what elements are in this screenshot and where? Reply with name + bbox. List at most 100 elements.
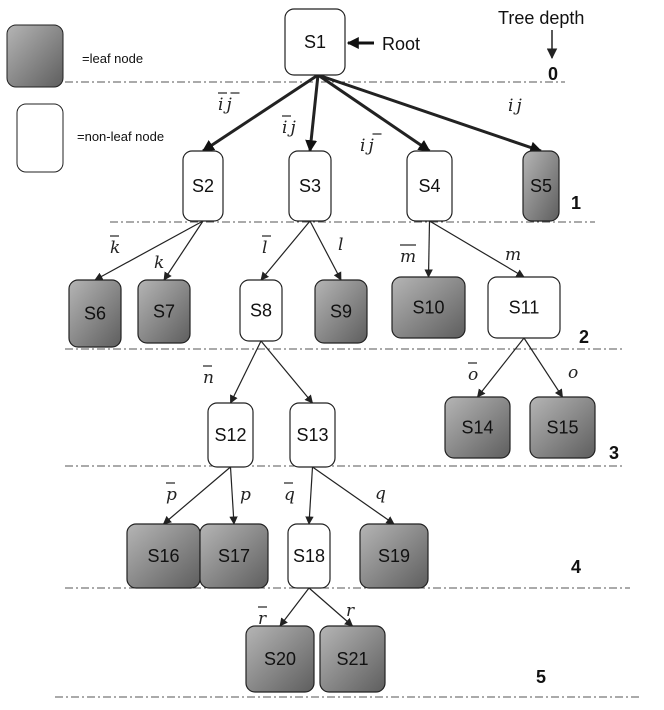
leaf-node-box [522, 150, 560, 222]
node-label: S14 [461, 418, 493, 438]
node-label: S19 [378, 546, 410, 566]
node-label: S9 [330, 302, 352, 322]
nonleaf-node-box [207, 402, 254, 468]
leaf-node-box [137, 279, 191, 344]
edge-label-s14: o [468, 365, 478, 385]
depth-label-2: 2 [579, 327, 589, 347]
edge-label-s9: l [338, 235, 343, 255]
node-label: S7 [153, 302, 175, 322]
tree-depth-annotation: Tree depth [498, 8, 584, 60]
leaf-node-box [391, 276, 466, 339]
node-s3: S3 [288, 150, 332, 222]
node-label: S17 [218, 546, 250, 566]
depth-labels: 0 1 2 3 4 5 [536, 64, 619, 687]
node-s14: S14 [444, 396, 511, 459]
leaf-node-box [199, 523, 269, 589]
node-s5: S5 [522, 150, 560, 222]
node-s7: S7 [137, 279, 191, 344]
edge-s1-s4 [317, 73, 431, 153]
edge-s1-s3 [305, 74, 320, 153]
node-label: S6 [84, 304, 106, 324]
edge-label-s6: k [110, 238, 120, 258]
legend: =leaf node =non-leaf node [6, 24, 164, 173]
node-s2: S2 [182, 150, 224, 222]
depth-label-0: 0 [548, 64, 558, 84]
edge-s2-s7 [163, 220, 204, 281]
node-label: S11 [509, 298, 540, 318]
node-label: S18 [293, 546, 325, 566]
leaf-node-box [529, 396, 596, 459]
edge-label-s21: r [346, 601, 355, 621]
node-s17: S17 [199, 523, 269, 589]
node-s6: S6 [68, 279, 122, 348]
node-label: S13 [296, 425, 328, 445]
edge-label-s7: k [154, 253, 164, 273]
edge-s1-s5 [317, 73, 543, 154]
legend-leaf-swatch [6, 24, 64, 88]
node-s10: S10 [391, 276, 466, 339]
root-label: Root [382, 34, 420, 54]
edge-label-s18: q [284, 485, 295, 505]
node-s16: S16 [126, 523, 201, 589]
edge-label-s16: p [166, 485, 177, 505]
edge-s18-s21 [308, 587, 354, 627]
edge-s3-s9 [309, 220, 342, 281]
depth-separators [55, 81, 640, 698]
edge-s18-s20 [279, 587, 310, 627]
tree-depth-label: Tree depth [498, 8, 584, 28]
depth-label-4: 4 [571, 557, 581, 577]
leaf-node-box [245, 625, 315, 693]
depth-label-1: 1 [571, 193, 581, 213]
node-label: S12 [214, 425, 246, 445]
edge-s4-s10 [424, 220, 433, 278]
node-label: S2 [192, 176, 214, 196]
edge-s12-s17 [229, 466, 238, 525]
nonleaf-node-box [182, 150, 224, 222]
edge-label-s12: n [203, 368, 214, 388]
node-s1: S1 [284, 8, 346, 76]
edge-label-s8: l [262, 238, 267, 258]
edge-s12-s16 [162, 466, 231, 525]
edge-s13-s18 [305, 466, 314, 525]
node-s12: S12 [207, 402, 254, 468]
legend-leaf-label: =leaf node [82, 51, 143, 66]
edge-s2-s6 [94, 220, 204, 281]
node-label: S20 [264, 649, 296, 669]
edge-s3-s8 [260, 220, 311, 281]
node-label: S10 [412, 298, 444, 318]
edge-label-s17: p [240, 485, 251, 505]
edge-s8-s13 [260, 340, 314, 404]
edge-s8-s12 [229, 340, 262, 404]
nonleaf-node-box [487, 276, 561, 339]
nonleaf-node-box [239, 279, 283, 342]
node-s15: S15 [529, 396, 596, 459]
node-label: S8 [250, 301, 272, 321]
node-label: S21 [336, 649, 368, 669]
edge-s4-s11 [429, 220, 525, 278]
leaf-node-box [68, 279, 122, 348]
edge-label-s11: m [505, 245, 521, 265]
node-s11: S11 [487, 276, 561, 339]
node-label: S4 [418, 176, 440, 196]
leaf-node-box [444, 396, 511, 459]
edge-s1-s2 [201, 73, 319, 153]
depth-label-5: 5 [536, 667, 546, 687]
node-label: S15 [546, 418, 578, 438]
node-label: S3 [299, 176, 321, 196]
node-s4: S4 [406, 150, 453, 222]
node-s8: S8 [239, 279, 283, 342]
edge-s13-s19 [312, 466, 395, 525]
depth-label-3: 3 [609, 443, 619, 463]
node-s19: S19 [359, 523, 429, 589]
nonleaf-node-box [288, 150, 332, 222]
nonleaf-node-box [289, 402, 336, 468]
legend-nonleaf-label: =non-leaf node [77, 129, 164, 144]
legend-nonleaf-swatch [16, 103, 64, 173]
edges [94, 73, 564, 627]
edge-s11-s14 [476, 337, 525, 398]
